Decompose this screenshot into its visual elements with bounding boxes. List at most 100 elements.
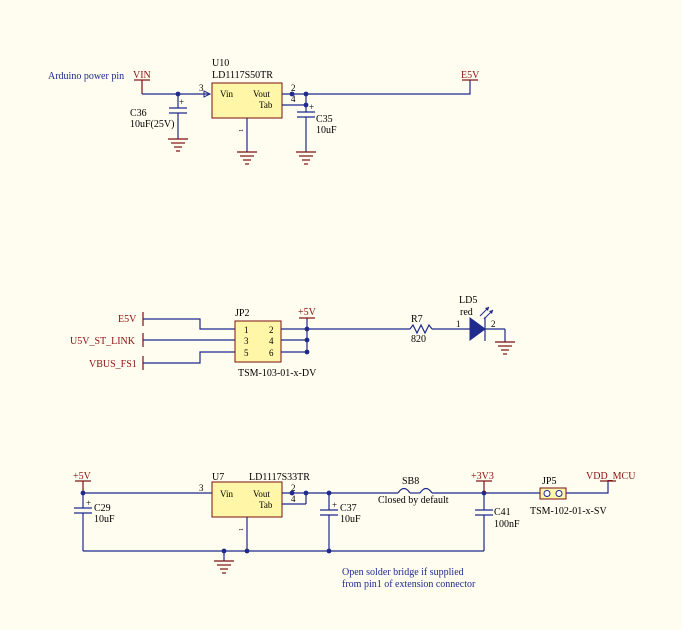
plus5v-label: +5V [73,471,92,482]
capacitor-c36: + C36 10uF(25V) [130,94,187,139]
jp2-pin2: 2 [269,325,274,335]
wire-e5v-jp2 [143,318,235,330]
jp2-pin4: 4 [269,336,274,346]
section-5v-regulator: Arduino power pin VIN + C36 10uF(25V) [48,58,480,165]
r7-value: 820 [411,334,426,345]
solder-bridge-note-line1: Open solder bridge if supplied [342,567,464,578]
plus5v-power-port: +5V [298,307,317,319]
capacitor-c41: C41 100nF [475,493,520,551]
ground-icon [168,138,188,152]
wire-vbus-jp2 [143,351,235,364]
c36-value: 10uF(25V) [130,119,174,130]
wire-e5v [306,80,471,95]
plus3v3-label: +3V3 [471,471,494,482]
net-vbus-fs1: VBUS_FS1 [89,359,137,370]
arduino-power-note: Arduino power pin [48,71,124,82]
r7-ref: R7 [411,314,423,325]
ld5-pin2: 2 [491,319,496,329]
ground-icon [296,151,316,165]
u10-pin-vin: Vin [220,89,233,99]
e5v-label: E5V [461,70,480,81]
u10-ref: U10 [212,58,229,69]
u7-pin1: 1 [239,528,245,531]
solder-bridge-note-line2: from pin1 of extension connector [342,579,476,590]
vin-power-port: VIN [133,70,151,94]
ground-icon [237,151,257,165]
u10-pin-vout: Vout [253,89,270,99]
led-ld5: LD5 red 1 2 [456,295,506,342]
svg-text:+: + [309,102,314,112]
u7-pin-tab: Tab [259,500,273,510]
u10-pin4: 4 [291,94,296,104]
c37-ref: C37 [340,503,357,514]
vin-label: VIN [133,70,151,81]
u10-pin2: 2 [291,83,296,93]
c29-ref: C29 [94,503,111,514]
e5v-power-port: E5V [461,70,480,81]
vdd-mcu-power-port: VDD_MCU [586,471,636,482]
jp5-part: TSM-102-01-x-SV [530,506,607,517]
capacitor-c29: + C29 10uF [74,493,115,551]
resistor-r7: R7 820 [409,314,433,345]
c41-value: 100nF [494,519,520,530]
junction [303,102,309,108]
ld5-pin1: 1 [456,319,461,329]
junction [304,337,310,343]
junction [303,91,309,97]
capacitor-c37: + C37 10uF [320,493,361,551]
u7-ref: U7 [212,472,224,483]
regulator-u7: U7 LD1117S33TR Vin Vout Tab 3 2 4 1 [199,472,310,551]
junction [304,326,310,332]
junction [244,548,250,554]
u10-part: LD1117S50TR [212,70,273,81]
section-power-select-jumper: E5V U5V_ST_LINK VBUS_FS1 JP2 TSM-103-01-… [70,295,515,379]
c35-ref: C35 [316,114,333,125]
ld5-ref: LD5 [459,295,477,306]
u10-pin3: 3 [199,83,204,93]
junction [326,548,332,554]
u10-pin-tab: Tab [259,100,273,110]
svg-text:+: + [86,498,91,508]
jp2-pin6: 6 [269,348,274,358]
sb8-ref: SB8 [402,476,419,487]
u7-part: LD1117S33TR [249,472,310,483]
jp2-part: TSM-103-01-x-DV [238,368,317,379]
ground-icon [214,560,234,574]
c41-ref: C41 [494,507,511,518]
net-u5v-st-link: U5V_ST_LINK [70,336,136,347]
vdd-mcu-label: VDD_MCU [586,471,636,482]
c36-ref: C36 [130,108,147,119]
regulator-u10: U10 LD1117S50TR Vin Vout Tab 3 2 4 1 [199,58,306,152]
u7-pin-vout: Vout [253,489,270,499]
jp2-pin3: 3 [244,336,249,346]
jp2-pin5: 5 [244,348,249,358]
wire-vdd-mcu [566,481,609,494]
plus5v-label: +5V [298,307,317,318]
input-arrow [203,90,212,98]
c35-value: 10uF [316,125,337,136]
junction [304,349,310,355]
ld5-color: red [460,307,473,318]
net-e5v: E5V [118,314,137,325]
junction [289,91,295,97]
u7-pin2: 2 [291,483,296,493]
c29-value: 10uF [94,514,115,525]
svg-text:+: + [332,500,337,510]
capacitor-c35: + C35 10uF [297,102,337,152]
u10-pin1: 1 [239,129,245,132]
c37-value: 10uF [340,514,361,525]
u7-pin-vin: Vin [220,489,233,499]
plus5v-power-port: +5V [73,471,92,493]
solder-bridge-sb8: SB8 Closed by default [378,476,449,506]
svg-text:+: + [179,97,184,107]
u7-pin4: 4 [291,494,296,504]
jp2-pin1: 1 [244,325,249,335]
jp5-ref: JP5 [542,476,556,487]
jumper-jp5: JP5 TSM-102-01-x-SV [530,476,607,517]
ground-icon [495,341,515,355]
u7-pin3: 3 [199,483,204,493]
section-3v3-regulator: +5V + C29 10uF U7 LD1117S33TR Vin Vout T… [73,471,636,590]
jp2-ref: JP2 [235,308,249,319]
junction [289,490,295,496]
